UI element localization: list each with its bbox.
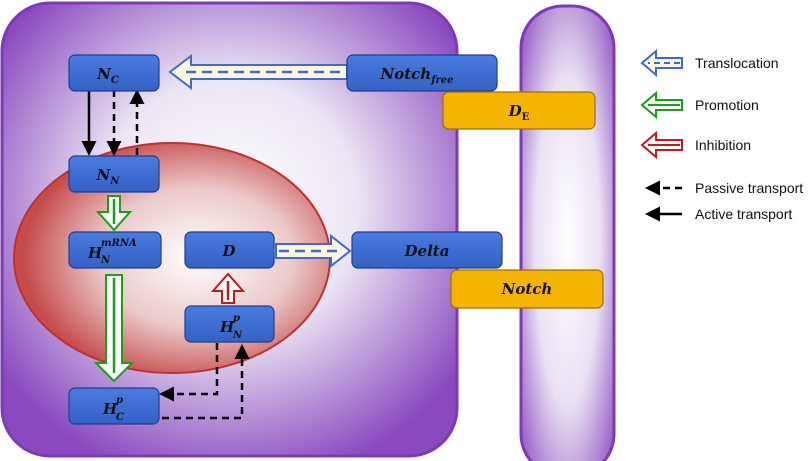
legend-inhibition-icon [640,130,683,160]
box-nc: NC [68,54,160,92]
legend-inhibition-label: Inhibition [695,137,751,153]
svg-text:N: N [232,330,243,341]
hmrna-sub: N [100,255,111,266]
box-d: D [184,231,275,269]
svg-text:H: H [219,318,235,336]
box-hmrna: H mRNA N [68,231,162,269]
box-hn: H p N [184,305,275,343]
nc-nn-transport [81,89,145,156]
svg-text:Notch: Notch [501,280,553,298]
hc-sub: C [116,412,124,423]
promotion-arrow-nn-to-hmrna [95,195,133,232]
nn-base: N [96,166,112,184]
svg-text:H: H [87,244,103,262]
notchfree-sub: free [430,75,453,86]
box-notch: Notch [450,269,604,309]
legend-translocation-icon [640,48,683,78]
box-de: DE [442,91,596,130]
svg-text:Notchfree: Notchfree [380,65,454,86]
box-notch-free: Notchfree [346,54,498,92]
svg-text:Delta: Delta [404,242,450,260]
box-delta: Delta [351,231,503,269]
translocation-arrow-d-to-delta [275,233,352,269]
notch-base: Notch [501,280,553,298]
hmrna-base: H [87,244,103,262]
svg-text:D: D [221,242,235,260]
nc-base: N [96,65,112,83]
nc-sub: C [111,75,119,86]
translocation-arrow-notchfree-to-nc [168,53,348,91]
legend-promotion-icon [640,90,683,120]
promotion-arrow-hmrna-to-hc [93,274,135,383]
hc-sup: p [116,395,123,406]
svg-text:H: H [102,400,118,418]
legend-active-label: Active transport [695,206,792,222]
svg-text:p: p [233,313,240,324]
box-nn: NN [68,155,160,193]
hmrna-sup: mRNA [101,238,137,249]
legend: Translocation Promotion Inhibition Passi… [640,48,803,222]
svg-text:p: p [116,395,123,406]
hn-sub: N [232,330,243,341]
svg-text:NC: NC [96,65,119,86]
svg-text:mRNA: mRNA [101,238,137,249]
neighbor-cell [519,4,616,461]
hn-sup: p [233,313,240,324]
de-sub: E [522,112,530,123]
svg-text:NN: NN [96,166,121,187]
svg-text:C: C [116,412,124,423]
svg-text:DE: DE [508,102,530,123]
svg-text:N: N [100,255,111,266]
box-hc: H p C [68,387,160,425]
de-base: D [508,102,522,120]
hc-base: H [102,400,118,418]
inhibition-arrow-hn-to-d [210,272,246,304]
notchfree-base: Notch [380,65,432,83]
hn-base: H [219,318,235,336]
hc-hn-transport [159,343,250,420]
delta-base: Delta [404,242,450,260]
legend-passive-label: Passive transport [695,180,803,196]
legend-translocation-label: Translocation [695,55,779,71]
d-base: D [221,242,235,260]
nn-sub: N [109,176,120,187]
legend-promotion-label: Promotion [695,97,759,113]
